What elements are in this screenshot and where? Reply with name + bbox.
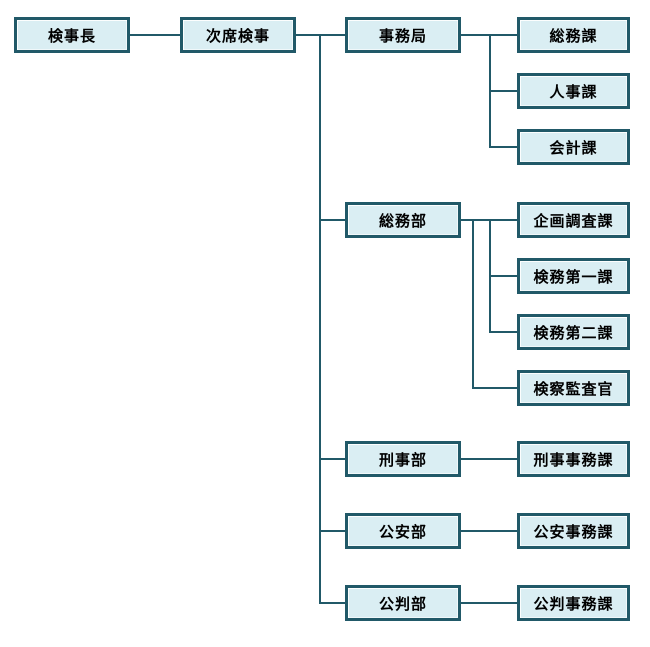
connector-kenjicho-jiseki <box>130 34 180 36</box>
org-node-koanbu: 公安部 <box>345 513 461 549</box>
connector-kohanbu-kohanjimuka <box>461 602 517 604</box>
connector-somubu-kansakan <box>472 387 517 389</box>
connector-somubu-kemmu1 <box>489 275 517 277</box>
org-node-kohanjimuka: 公判事務課 <box>517 585 630 621</box>
connector-trunk-koanbu <box>319 530 347 532</box>
org-node-kemmu2: 検務第二課 <box>517 314 630 350</box>
connector-trunk <box>319 34 321 604</box>
connector-koanbu-koanjimuka <box>461 530 517 532</box>
connector-somubu-trunk-outer <box>472 219 474 389</box>
connector-somubu-kemmu2 <box>489 331 517 333</box>
connector-trunk-somubu <box>319 219 347 221</box>
org-node-jinjika: 人事課 <box>517 73 630 109</box>
org-node-somubu: 総務部 <box>345 202 461 238</box>
org-node-kaikeika: 会計課 <box>517 129 630 165</box>
org-node-kansakan: 検察監査官 <box>517 370 630 406</box>
org-node-kemmu1: 検務第一課 <box>517 258 630 294</box>
org-node-keijibu: 刑事部 <box>345 441 461 477</box>
connector-jimukyoku-jinjika <box>489 90 517 92</box>
org-node-jimukyoku: 事務局 <box>345 17 461 53</box>
connector-keijibu-keijijimuka <box>461 458 517 460</box>
connector-trunk-keijibu <box>319 458 347 460</box>
org-node-koanjimuka: 公安事務課 <box>517 513 630 549</box>
org-node-kenjicho: 検事長 <box>14 17 130 53</box>
org-node-somuka: 総務課 <box>517 17 630 53</box>
connector-jimukyoku-kaikeika <box>489 146 517 148</box>
org-node-kohanbu: 公判部 <box>345 585 461 621</box>
org-node-keijijimuka: 刑事事務課 <box>517 441 630 477</box>
org-node-jiseki: 次席検事 <box>180 17 296 53</box>
org-node-kikaku: 企画調査課 <box>517 202 630 238</box>
connector-trunk-kohanbu <box>319 602 347 604</box>
